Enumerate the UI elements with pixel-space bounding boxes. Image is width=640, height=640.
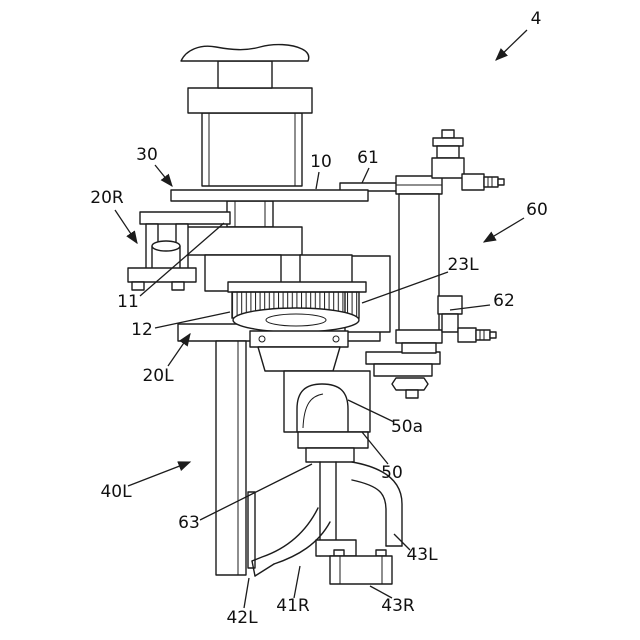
thin-strip-63: [247, 491, 256, 569]
leader-4: [495, 29, 528, 61]
leader-43L: [393, 533, 411, 551]
label-20R: 20R: [90, 188, 124, 208]
leader-10: [315, 171, 320, 190]
hook-arm-43L: [351, 461, 403, 547]
leader-43R: [369, 585, 393, 599]
cylinder-60: [339, 175, 443, 354]
leader-11: [139, 222, 225, 297]
leader-62: [449, 304, 491, 311]
leader-40L: [127, 461, 192, 487]
reference-labels: 4 30 10 61 20R 60 23L 62 11 12 20L 50a 5…: [90, 9, 548, 628]
label-50a: 50a: [391, 417, 423, 437]
label-63: 63: [178, 513, 200, 533]
leader-61: [361, 167, 370, 184]
right-bracket-plates: [365, 351, 441, 399]
label-62: 62: [493, 291, 515, 311]
label-43L: 43L: [406, 545, 438, 565]
gear-23L: [227, 281, 367, 333]
label-50: 50: [381, 463, 403, 483]
label-10: 10: [310, 152, 332, 172]
label-40L: 40L: [100, 482, 132, 502]
leader-12: [154, 311, 231, 329]
label-11: 11: [117, 292, 139, 312]
label-42L: 42L: [226, 608, 258, 628]
leader-60: [482, 217, 525, 243]
leader-30: [154, 164, 173, 188]
leader-41R: [293, 565, 301, 599]
label-4: 4: [531, 9, 542, 29]
leader-50a: [347, 399, 395, 423]
foot-arm-41R: [251, 507, 319, 562]
label-20L: 20L: [142, 366, 174, 386]
label-60: 60: [526, 200, 548, 220]
leader-50: [361, 431, 389, 465]
leader-42L: [243, 577, 250, 609]
leader-20R: [114, 209, 138, 245]
top-fitting-61: [431, 129, 505, 191]
motor-stack: [170, 43, 369, 292]
bottom-fitting-62: [437, 295, 497, 343]
link-arm-assembly: [251, 447, 403, 577]
knob-cap: [180, 43, 310, 62]
label-30: 30: [136, 145, 158, 165]
label-23L: 23L: [447, 255, 479, 275]
left-bracket-20R: [127, 211, 231, 291]
block-43R: [329, 549, 393, 585]
vertical-plate-40L: [215, 340, 247, 576]
leader-lines: [114, 29, 528, 609]
clevis-50: [249, 330, 371, 449]
label-43R: 43R: [381, 596, 415, 616]
clevis-opening-50a: [296, 383, 349, 433]
leader-20L: [167, 332, 191, 367]
label-61: 61: [357, 148, 379, 168]
label-41R: 41R: [276, 596, 310, 616]
leader-23L: [361, 271, 449, 304]
label-12: 12: [131, 320, 153, 340]
leader-63: [199, 463, 313, 521]
